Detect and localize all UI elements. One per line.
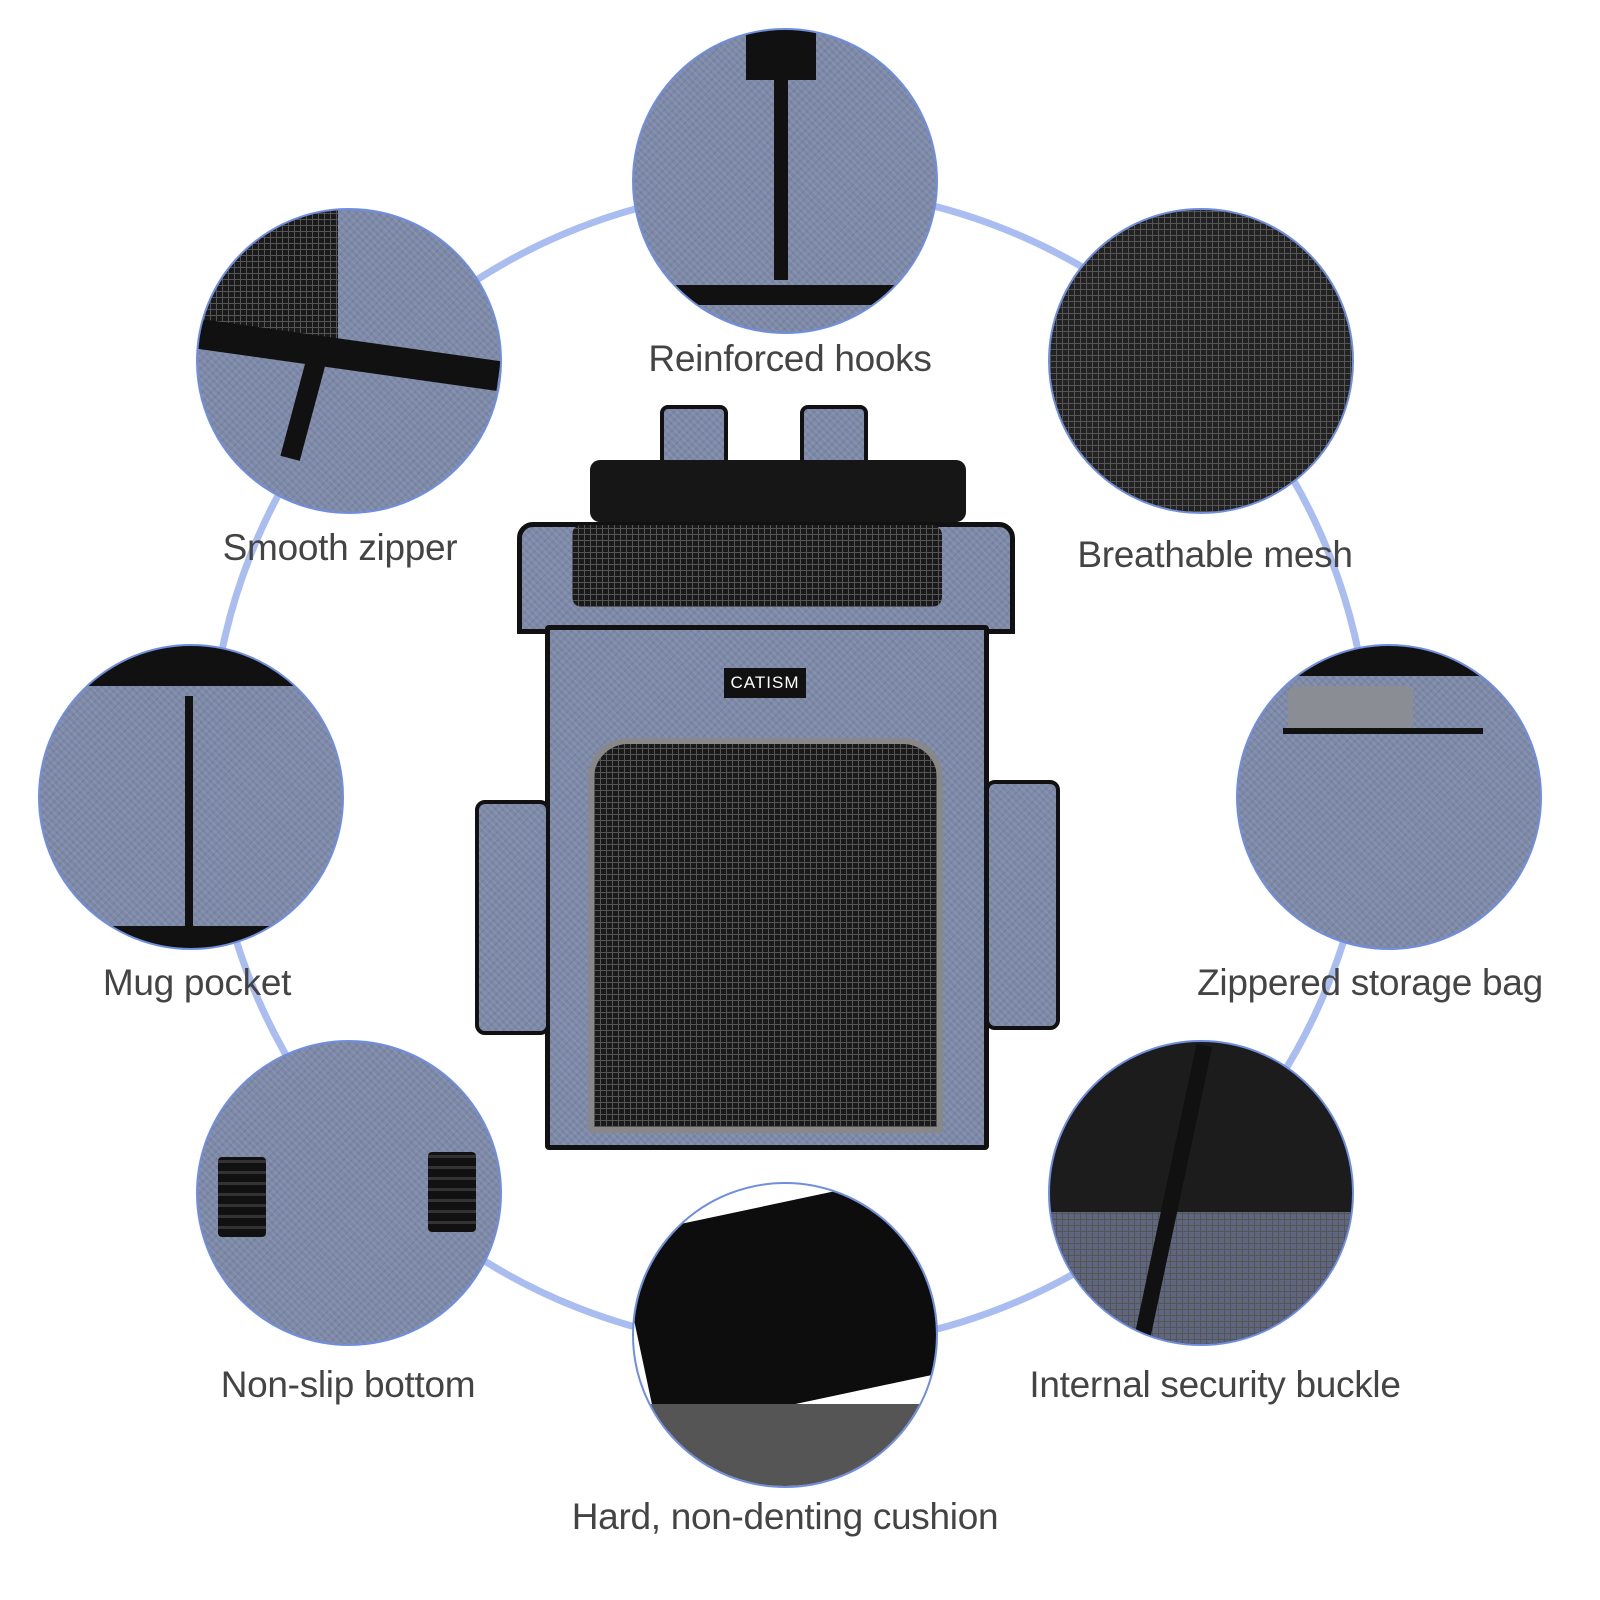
smooth-zipper-image <box>196 208 502 514</box>
feature-label-smooth-zipper: Smooth zipper <box>222 527 458 568</box>
internal-security-buckle-image <box>1048 1040 1354 1346</box>
brand-logo: CATISM <box>724 668 806 698</box>
feature-label-cushion: Hard, non-denting cushion <box>571 1496 999 1537</box>
breathable-mesh-image <box>1048 208 1354 514</box>
feature-label-mug-pocket: Mug pocket <box>102 962 292 1003</box>
feature-label-zippered-storage-bag: Zippered storage bag <box>1197 962 1543 1003</box>
feature-label-reinforced-hooks: Reinforced hooks <box>648 338 932 379</box>
non-slip-bottom-image <box>196 1040 502 1346</box>
feature-label-internal-security-buckle: Internal security buckle <box>1029 1364 1401 1405</box>
reinforced-hooks-image <box>632 28 938 334</box>
feature-label-non-slip-bottom: Non-slip bottom <box>220 1364 476 1405</box>
cushion-image <box>632 1182 938 1488</box>
mug-pocket-image <box>38 644 344 950</box>
zippered-storage-bag-image <box>1236 644 1542 950</box>
feature-label-breathable-mesh: Breathable mesh <box>1077 534 1353 575</box>
